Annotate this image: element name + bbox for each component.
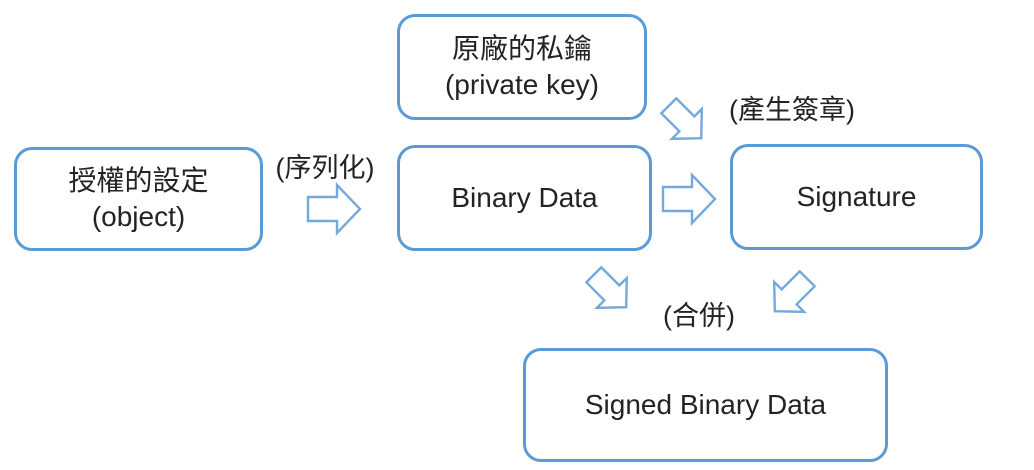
merge-from-binary-block-arrow-down-right-icon <box>579 260 641 322</box>
node-authorization-object-line2: (object) <box>91 201 186 232</box>
node-authorization-object-line1: 授權的設定 <box>68 165 209 196</box>
node-binary-data-label: Binary Data <box>451 182 598 213</box>
node-private-key-line2: (private key) <box>444 69 600 100</box>
label-merge: (合併) <box>663 301 735 331</box>
merge-from-signature-block-arrow-down-left-icon <box>760 264 822 326</box>
node-signed-binary-data-label: Signed Binary Data <box>584 389 827 420</box>
node-signature: Signature <box>730 144 983 250</box>
node-authorization-object: 授權的設定 (object) <box>14 147 263 251</box>
node-signature-label: Signature <box>796 181 917 212</box>
serialize-block-arrow-right-icon <box>308 185 360 233</box>
label-serialize: (序列化) <box>275 153 375 183</box>
node-private-key: 原廠的私鑰 (private key) <box>397 14 647 120</box>
label-generate-signature: (產生簽章) <box>729 95 855 125</box>
node-binary-data: Binary Data <box>397 145 652 251</box>
binary-to-signature-block-arrow-right-icon <box>663 175 715 223</box>
sign-block-arrow-down-right-icon <box>654 91 716 153</box>
node-private-key-line1: 原廠的私鑰 <box>451 33 592 64</box>
node-signed-binary-data: Signed Binary Data <box>523 348 888 462</box>
